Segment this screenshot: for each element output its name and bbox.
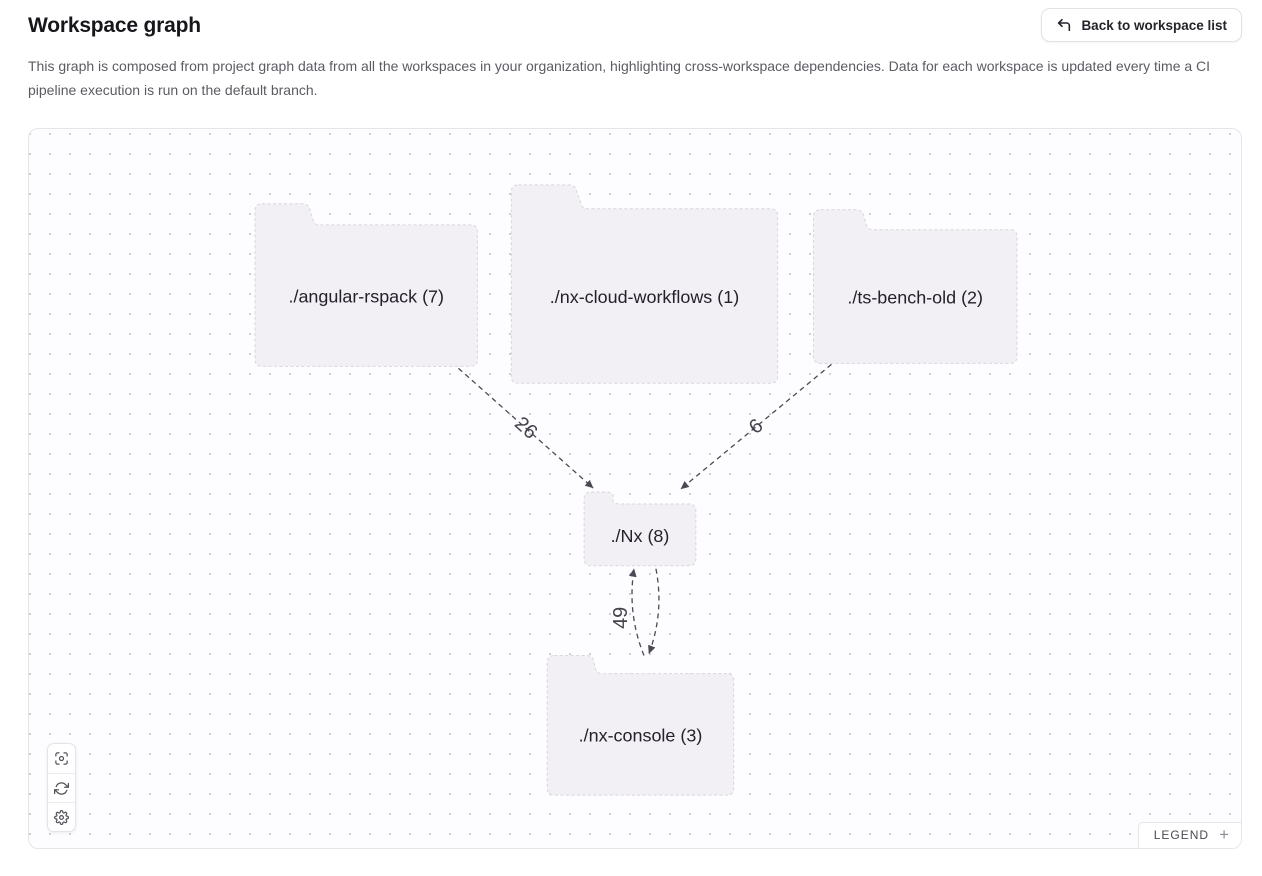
page-description: This graph is composed from project grap…: [28, 58, 1211, 98]
graph-node-label: ./angular-rspack (7): [288, 287, 444, 307]
legend-label: LEGEND: [1153, 828, 1210, 842]
plus-icon: +: [1219, 825, 1229, 844]
canvas-toolbar: [47, 743, 76, 832]
graph-node-label: ./Nx (8): [611, 526, 670, 546]
gear-icon: [54, 809, 69, 825]
refresh-icon: [54, 781, 69, 796]
graph-node-ts-bench-old[interactable]: ./ts-bench-old (2): [813, 209, 1018, 364]
workspace-graph-svg: ./angular-rspack (7) ./nx-cloud-workflows…: [254, 184, 1018, 796]
graph-canvas[interactable]: ./angular-rspack (7) ./nx-cloud-workflows…: [28, 128, 1242, 849]
graph-edge-nx-to-nx-console: [648, 568, 660, 654]
graph-node-angular-rspack[interactable]: ./angular-rspack (7): [254, 203, 478, 367]
page-header: Workspace graph Back to workspace list T…: [28, 0, 1242, 102]
graph-node-label: ./nx-console (3): [579, 725, 703, 745]
settings-button[interactable]: [48, 802, 75, 831]
back-arrow-icon: [1056, 17, 1072, 33]
back-to-workspace-list-button[interactable]: Back to workspace list: [1041, 8, 1242, 42]
legend-toggle[interactable]: LEGEND +: [1137, 822, 1241, 848]
graph-edge-angular-rspack-to-nx: 26: [458, 367, 594, 489]
page-title: Workspace graph: [28, 14, 201, 37]
graph-edge-count-label: 6: [745, 415, 768, 439]
fit-view-icon: [54, 751, 69, 766]
graph-node-nx-cloud-workflows[interactable]: ./nx-cloud-workflows (1): [510, 184, 779, 384]
graph-node-nx[interactable]: ./Nx (8): [583, 491, 697, 567]
refresh-button[interactable]: [48, 773, 75, 802]
fit-view-button[interactable]: [48, 744, 75, 773]
back-button-label: Back to workspace list: [1081, 17, 1227, 33]
graph-edge-count-label: 49: [610, 607, 632, 629]
graph-edge-count-label: 26: [510, 413, 541, 444]
graph-edge-nx-console-to-nx: 49: [610, 568, 645, 656]
graph-node-nx-console[interactable]: ./nx-console (3): [546, 655, 735, 796]
title-row: Workspace graph Back to workspace list: [28, 0, 1242, 42]
workspace-graph-page: Workspace graph Back to workspace list T…: [28, 0, 1242, 849]
graph-node-label: ./nx-cloud-workflows (1): [550, 287, 739, 307]
graph-node-label: ./ts-bench-old (2): [847, 288, 983, 308]
